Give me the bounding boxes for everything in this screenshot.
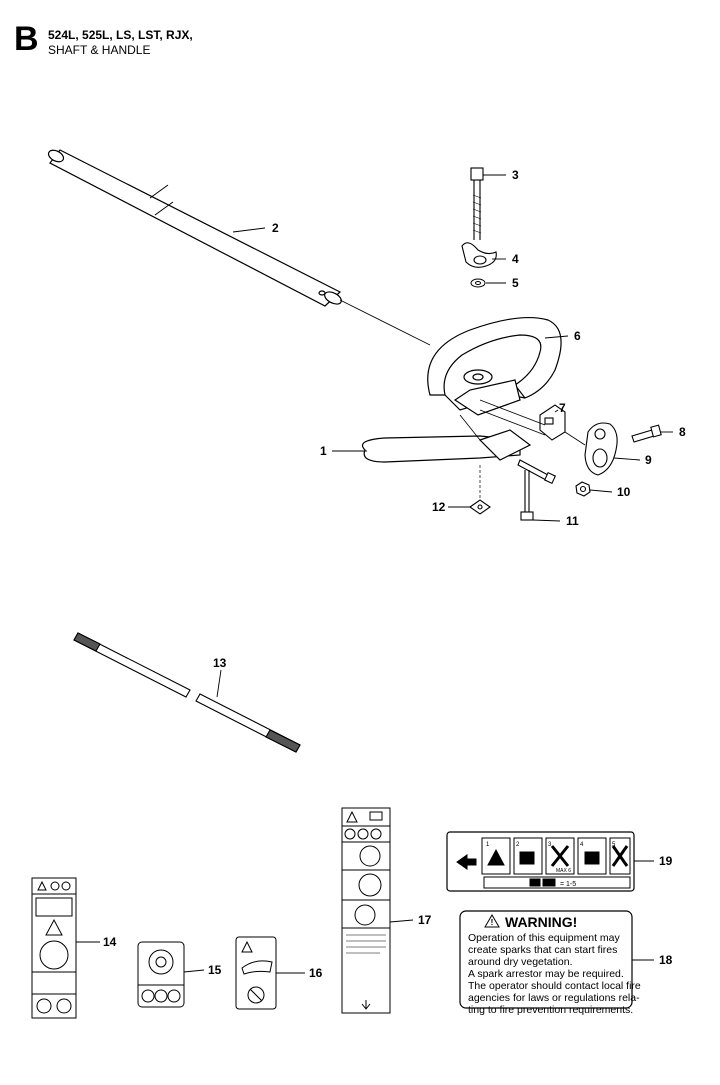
- decal-19-starting: [446, 831, 635, 892]
- decal-footer: = 1-5: [560, 881, 576, 888]
- step-number: 3: [548, 842, 552, 848]
- handle-screws: [517, 459, 557, 521]
- callout-5: 5: [512, 276, 519, 290]
- callout-19: 19: [659, 854, 673, 868]
- decal-16: [235, 936, 277, 1010]
- step-number: 1: [486, 842, 490, 848]
- callout-13: 13: [213, 656, 227, 670]
- svg-text:!: !: [491, 918, 494, 927]
- washer: [470, 278, 486, 288]
- callout-11: 11: [566, 514, 579, 528]
- callout-7: 7: [559, 401, 566, 415]
- nut: [575, 481, 591, 497]
- warning-line: agencies for laws or regulations rela-: [468, 992, 640, 1004]
- shaft-tube: [47, 149, 431, 346]
- clamp-cap: [564, 422, 618, 476]
- callout-16: 16: [309, 966, 323, 980]
- warning-line: Operation of this equipment may: [468, 932, 620, 944]
- callout-12: 12: [432, 500, 446, 514]
- choke-label: MAX 6: [556, 868, 571, 874]
- warning-line: The operator should contact local fire: [468, 980, 641, 992]
- decal-19-text: 1 2 3 4 5 MAX 6 = 1-5: [486, 842, 616, 888]
- step-number: 5: [612, 842, 616, 848]
- drive-shaft: [73, 632, 301, 753]
- handle-bar: [361, 414, 532, 463]
- warning-line: A spark arrestor may be required.: [468, 968, 624, 980]
- decal-18-warning: ! WARNING! Operation of this equipment m…: [459, 910, 641, 1016]
- callout-17: 17: [418, 913, 432, 927]
- loop-handle: [427, 316, 562, 416]
- callout-4: 4: [512, 252, 519, 266]
- bolt: [470, 167, 484, 240]
- callout-9: 9: [645, 453, 652, 467]
- decal-17: [341, 807, 391, 1014]
- callout-8: 8: [679, 425, 686, 439]
- wing-knob: [461, 242, 497, 268]
- step-number: 2: [516, 842, 520, 848]
- decal-14: [31, 877, 77, 1019]
- callout-6: 6: [574, 329, 581, 343]
- callout-3: 3: [512, 168, 519, 182]
- warning-line: ting to fire prevention requirements.: [468, 1004, 633, 1016]
- callout-15: 15: [208, 963, 222, 977]
- leader-lines: [76, 174, 673, 974]
- callout-18: 18: [659, 953, 673, 967]
- callout-10: 10: [617, 485, 631, 499]
- decal-15: [137, 941, 185, 1008]
- callout-1: 1: [320, 444, 327, 458]
- callout-2: 2: [272, 221, 279, 235]
- warning-line: create sparks that can start fires: [468, 944, 617, 956]
- warning-title: WARNING!: [505, 914, 577, 930]
- model-list: 524L, 525L, LS, LST, RJX,: [48, 28, 193, 42]
- warning-line: around dry vegetation.: [468, 956, 573, 968]
- step-number: 4: [580, 842, 584, 848]
- handle-clamp: [479, 399, 566, 441]
- callout-numbers: 2 3 4 5 6 7 8 9 10 1 11 12 13 14 15 16 1…: [103, 168, 686, 980]
- square-nut: [469, 465, 491, 515]
- section-letter: B: [14, 20, 39, 58]
- diagram-title: SHAFT & HANDLE: [48, 43, 151, 57]
- screw: [631, 424, 662, 443]
- callout-14: 14: [103, 935, 117, 949]
